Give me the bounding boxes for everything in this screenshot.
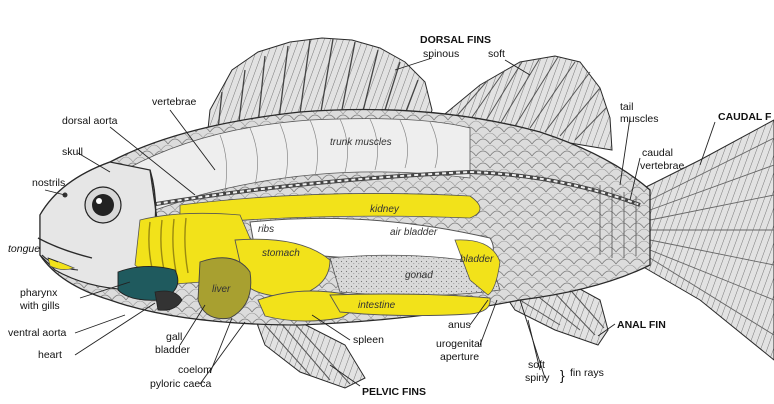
label-caudal: caudal [642, 147, 673, 159]
label-skull: skull [62, 146, 83, 158]
label-with-gills: with gills [19, 300, 60, 312]
label-nostrils: nostrils [32, 177, 65, 189]
label-fin-rays: fin rays [570, 367, 604, 379]
organ-label-stomach: stomach [262, 248, 300, 259]
label-pelvic-fins: PELVIC FINS [362, 386, 426, 398]
organ-label-ribs: ribs [258, 224, 274, 235]
label-tongue: tongue [8, 243, 40, 255]
label-anus: anus [448, 319, 471, 331]
organ-label-trunk-muscles: trunk muscles [330, 137, 392, 148]
label-caudal-vertebrae: vertebrae [640, 160, 685, 172]
organ-label-air-bladder: air bladder [390, 227, 438, 238]
organ-label-liver: liver [212, 284, 231, 295]
label-soft-dorsal: soft [488, 48, 505, 60]
label-caudal-fin: CAUDAL F [718, 111, 772, 123]
label-coelom: coelom [178, 364, 212, 376]
label-pharynx: pharynx [20, 287, 58, 299]
label-anal-fin: ANAL FIN [617, 319, 666, 331]
label-vertebrae: vertebrae [152, 96, 197, 108]
label-spleen: spleen [353, 334, 384, 346]
label-spinous: spinous [423, 48, 459, 60]
intestine-shape [330, 294, 490, 316]
label-pyloric-caeca: pyloric caeca [150, 378, 211, 390]
organ-label-gonad: gonad [405, 270, 433, 281]
organ-label-bladder: bladder [460, 254, 494, 265]
label-gall: gall [166, 331, 182, 343]
label-tail: tail [620, 101, 633, 113]
label-urogenital: urogenital [436, 338, 482, 350]
label-heart: heart [38, 349, 62, 361]
fin-rays-brace: } [560, 367, 565, 383]
label-bladder: bladder [155, 344, 191, 356]
label-spiny: spiny [525, 372, 550, 384]
label-muscles: muscles [620, 113, 659, 125]
label-dorsal-aorta: dorsal aorta [62, 115, 118, 127]
label-ventral-aorta: ventral aorta [8, 327, 67, 339]
label-dorsal-fins: DORSAL FINS [420, 34, 491, 46]
organ-label-intestine: intestine [358, 300, 396, 311]
label-aperture: aperture [440, 351, 479, 363]
label-soft-ray: soft [528, 359, 545, 371]
organ-label-kidney: kidney [370, 204, 400, 215]
